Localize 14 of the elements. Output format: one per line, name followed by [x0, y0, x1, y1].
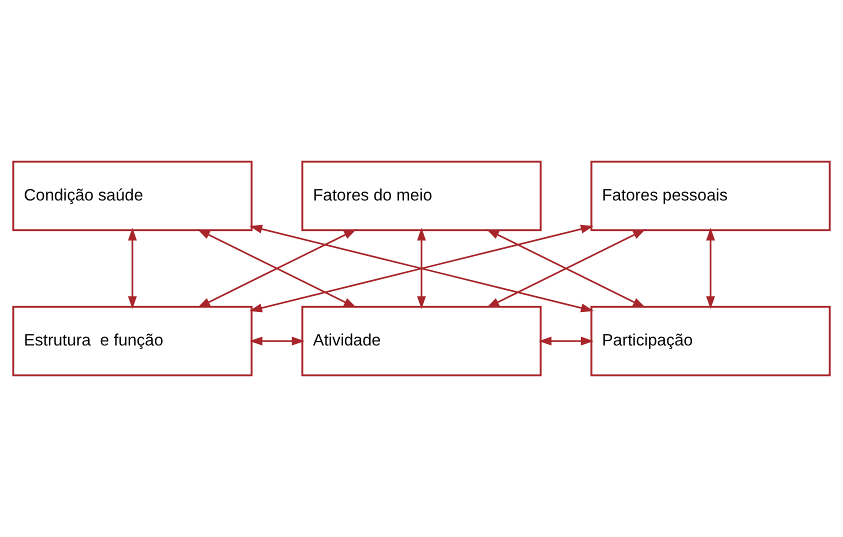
node-box: Fatores do meio	[301, 160, 542, 232]
node-box: Atividade	[301, 306, 542, 376]
node-box: Condição saúde	[12, 160, 253, 232]
arrow	[486, 229, 646, 308]
arrow	[417, 228, 426, 309]
node-box: Participação	[590, 306, 831, 376]
node-box: Estrutura e função	[12, 306, 253, 376]
arrow	[706, 228, 716, 309]
arrow	[128, 228, 137, 309]
arrow	[197, 229, 357, 308]
node-box: Fatores pessoais	[590, 160, 831, 232]
arrow	[538, 336, 594, 346]
arrow	[250, 336, 305, 346]
arrow	[249, 224, 594, 312]
